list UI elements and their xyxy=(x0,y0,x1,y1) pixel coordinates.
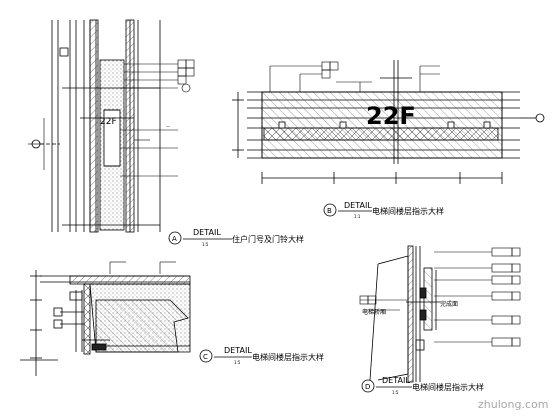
detail-b-title: 电梯间楼层指示大样 xyxy=(372,206,444,216)
detail-d-word: DETAIL xyxy=(382,376,410,385)
detail-a-leaders xyxy=(120,59,195,177)
detail-c-leaders xyxy=(109,261,176,274)
detail-a-scale: 1:5 xyxy=(202,242,209,247)
detail-d-title: 电梯间楼层指示大样 xyxy=(412,382,484,392)
watermark-text: zhulong.com xyxy=(478,398,548,411)
detail-a-word: DETAIL xyxy=(193,228,221,237)
detail-d-note: 电梯轿厢 xyxy=(362,308,386,316)
detail-c-tag: C xyxy=(203,353,208,361)
detail-b-floor-number: 22F xyxy=(366,102,416,130)
detail-a-mark: 22F xyxy=(100,117,117,127)
detail-c-title-block: C DETAIL 1:5 电梯间楼层指示大样 xyxy=(199,346,324,365)
detail-c-scale: 1:5 xyxy=(234,360,241,365)
detail-b-word: DETAIL xyxy=(344,201,372,210)
detail-d-scale: 1:5 xyxy=(392,390,399,395)
detail-b-leaders xyxy=(269,61,440,92)
detail-a-tag: A xyxy=(172,235,177,243)
detail-a-title: 住户门号及门铃大样 xyxy=(232,234,304,244)
detail-a-note: — xyxy=(166,124,170,129)
detail-d-note2: 完成面 xyxy=(440,300,458,308)
detail-b-tag: B xyxy=(327,207,332,215)
detail-a-title-block: A DETAIL 1:5 住户门号及门铃大样 xyxy=(168,228,304,247)
detail-b-title-block: B DETAIL 1:1 电梯间楼层指示大样 xyxy=(323,201,444,219)
detail-c-title: 电梯间楼层指示大样 xyxy=(252,352,324,362)
watermark: zhulong.com xyxy=(478,398,548,411)
detail-b-scale: 1:1 xyxy=(354,214,361,219)
detail-b-drawing xyxy=(232,60,545,184)
detail-d-tag: D xyxy=(365,383,370,391)
detail-d-leaders xyxy=(359,247,521,347)
detail-d-title-block: D DETAIL 1:5 电梯间楼层指示大样 xyxy=(361,376,484,395)
detail-a-dimensions xyxy=(28,118,45,170)
detail-c-drawing xyxy=(20,270,191,376)
detail-a-drawing xyxy=(31,19,161,233)
detail-c-word: DETAIL xyxy=(224,346,252,355)
